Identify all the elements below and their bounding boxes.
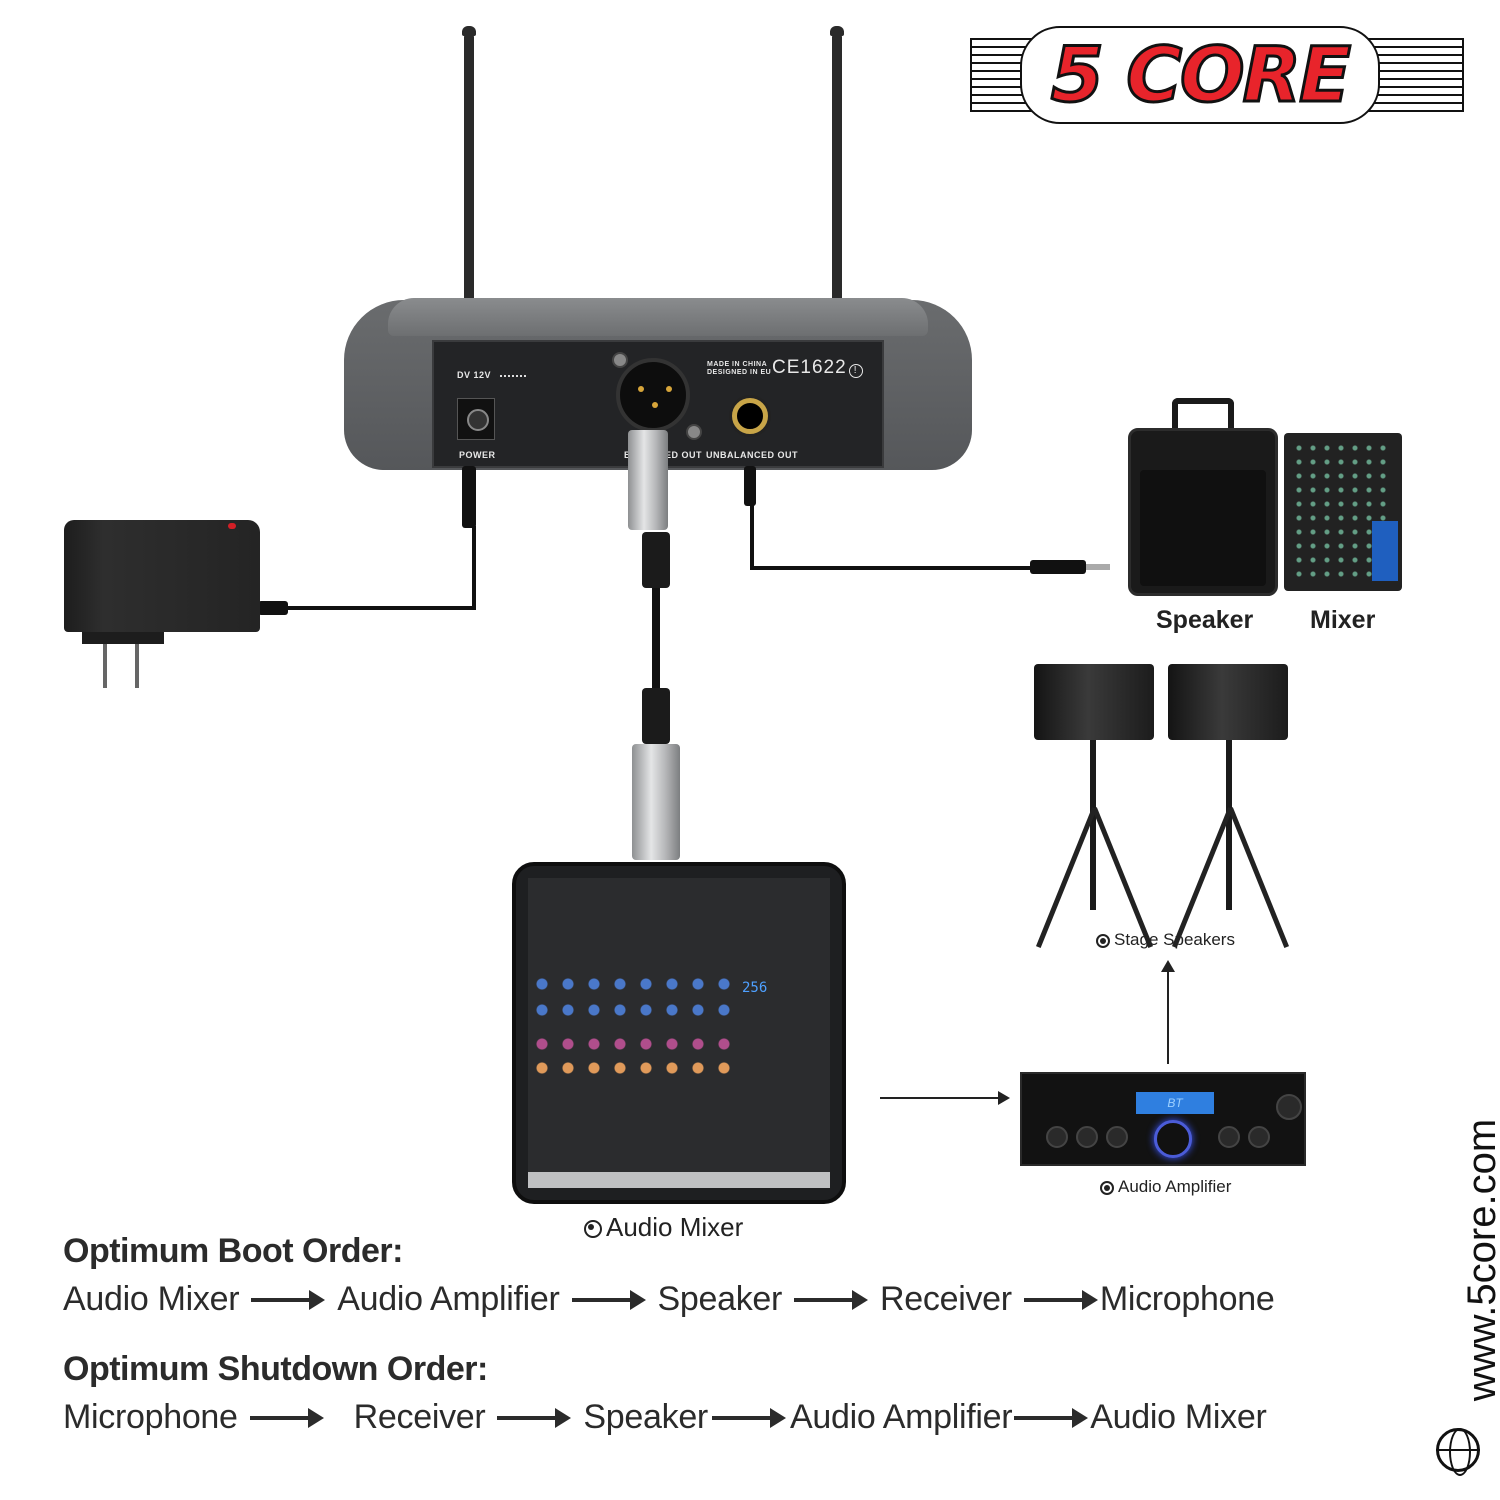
arrow-right-icon [1023, 1289, 1098, 1310]
speaker-stand [1090, 740, 1096, 910]
speaker-stand [1226, 740, 1232, 910]
website-url: www.5core.com [1460, 1118, 1500, 1402]
speaker-caption: Speaker [1156, 606, 1254, 634]
knob [1276, 1094, 1302, 1120]
dc-power-jack [457, 398, 495, 440]
arrow-right-icon [249, 1407, 324, 1428]
arrow-right-icon [571, 1289, 646, 1310]
antenna-right [830, 26, 844, 304]
power-cable [472, 526, 476, 610]
xlr-plug-bottom [632, 744, 680, 860]
boot-step: Audio Mixer [63, 1280, 240, 1318]
arrow-right-icon [497, 1407, 572, 1428]
shutdown-order-title: Optimum Shutdown Order: [63, 1350, 488, 1388]
shutdown-step: Audio Mixer [1090, 1398, 1267, 1436]
bullet-icon [1100, 1180, 1114, 1195]
speaker-grille [1140, 470, 1266, 586]
screw-icon [612, 352, 628, 368]
unbalanced-out-port [732, 398, 768, 434]
unbalanced-cable [750, 566, 1032, 570]
xlr-boot [642, 688, 670, 744]
mixer-fader-strip [528, 1172, 830, 1188]
xlr-plug-top [628, 430, 668, 530]
audio-amplifier-caption: Audio Amplifier [1100, 1177, 1231, 1197]
arrow-right-icon [998, 1091, 1010, 1105]
unbalanced-cable [750, 504, 754, 568]
jack-plug-end [1030, 560, 1086, 574]
power-label: POWER [459, 450, 496, 460]
jack-plug [744, 466, 756, 506]
jack-tip [1086, 564, 1110, 570]
shutdown-step: Receiver [353, 1398, 486, 1436]
arrow-line [880, 1097, 998, 1099]
xlr-boot [642, 532, 670, 588]
xlr-balanced-out-port [616, 358, 690, 432]
shutdown-step: Speaker [583, 1398, 708, 1436]
unbalanced-out-label: UNBALANCED OUT [706, 450, 798, 460]
volume-knob [1154, 1120, 1192, 1158]
dc-symbol [500, 375, 526, 377]
speaker-handle [1172, 398, 1234, 434]
plug-prong [135, 644, 139, 688]
plug-prong [103, 644, 107, 688]
knob [1106, 1126, 1128, 1148]
power-adapter [64, 520, 260, 632]
mixer-channels [530, 880, 736, 1180]
dc-plug [462, 466, 476, 528]
boot-step: Microphone [1099, 1280, 1275, 1318]
arrow-right-icon [794, 1289, 869, 1310]
screw-icon [686, 424, 702, 440]
globe-www-icon [1436, 1428, 1480, 1476]
stand-leg [1092, 807, 1154, 949]
knob [1076, 1126, 1098, 1148]
boot-order-title: Optimum Boot Order: [63, 1232, 403, 1270]
power-cable [286, 606, 476, 610]
bullet-icon [1096, 933, 1110, 948]
stand-leg [1228, 807, 1290, 949]
arrow-up-icon [1161, 960, 1175, 972]
amp-display: BT [1136, 1092, 1214, 1114]
power-spec: DV 12V [457, 370, 492, 380]
shutdown-order-flow: Microphone Receiver Speaker Audio Amplif… [63, 1398, 1267, 1437]
bullet-icon [584, 1220, 602, 1239]
mixer-caption: Mixer [1310, 606, 1376, 634]
arrow-line [1167, 970, 1169, 1064]
stand-leg [1035, 807, 1097, 949]
stage-speakers-caption: Stage Speakers [1096, 930, 1235, 950]
receiver-top [388, 298, 928, 336]
boot-step: Receiver [880, 1280, 1012, 1318]
antenna-left [462, 26, 476, 304]
arrow-right-icon [1014, 1407, 1089, 1428]
arrow-right-icon [711, 1407, 786, 1428]
stand-leg [1171, 807, 1233, 949]
knob [1218, 1126, 1240, 1148]
boot-step: Audio Amplifier [337, 1280, 560, 1318]
stage-speaker-left [1034, 664, 1154, 740]
alert-circle-icon: ! [848, 364, 863, 378]
boot-order-flow: Audio Mixer Audio Amplifier Speaker Rece… [63, 1280, 1275, 1319]
brand-logo: 5 CORE [1049, 29, 1352, 121]
shutdown-step: Audio Amplifier [789, 1398, 1013, 1436]
strain-relief [258, 601, 288, 615]
adapter-led [228, 523, 236, 529]
audio-mixer-caption: Audio Mixer [584, 1212, 743, 1243]
ce-certification: CE1622! [772, 357, 863, 379]
compact-mixer [1284, 433, 1402, 591]
shutdown-step: Microphone [63, 1398, 238, 1436]
logo-badge [1020, 26, 1380, 124]
mixer-display: 256 [742, 980, 768, 996]
adapter-base [82, 632, 164, 644]
xlr-cable [652, 588, 660, 688]
knob [1046, 1126, 1068, 1148]
boot-step: Speaker [657, 1280, 783, 1318]
arrow-right-icon [251, 1289, 326, 1310]
knob [1248, 1126, 1270, 1148]
stage-speaker-right [1168, 664, 1288, 740]
